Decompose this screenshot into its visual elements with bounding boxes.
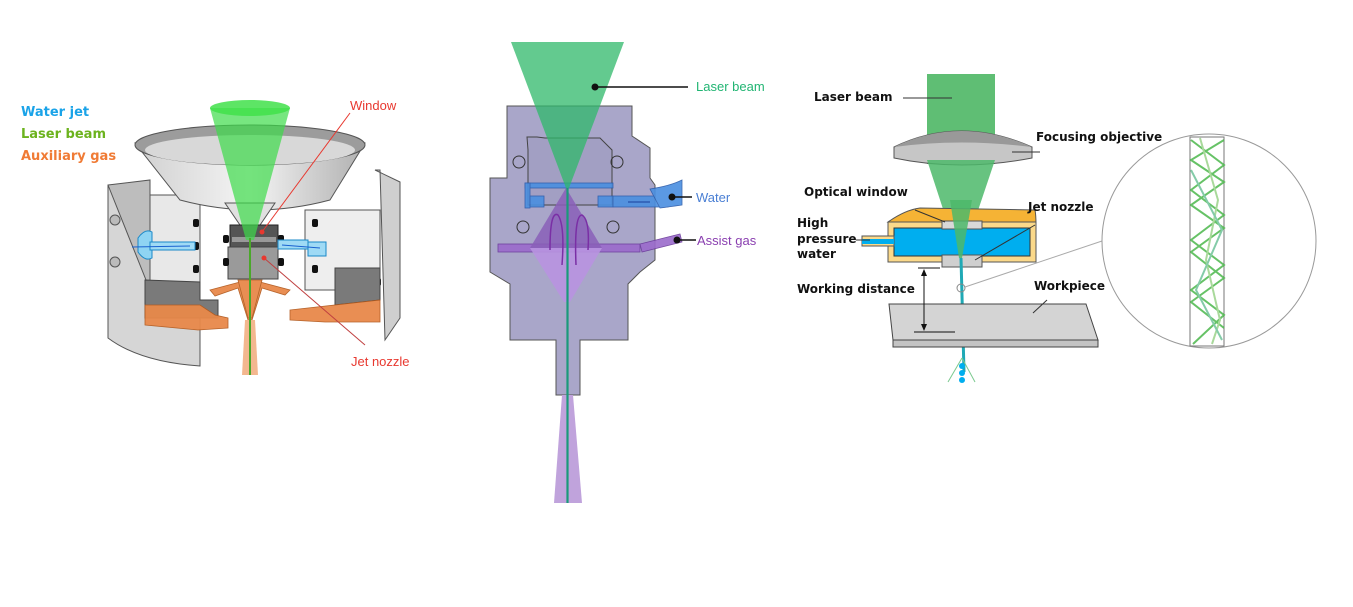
panel-3-schematic: Laser beam Focusing objective Optical wi…	[797, 74, 1317, 383]
arrow-head-up	[921, 269, 927, 276]
panel-1-cutaway-head: Water jet Laser beam Auxiliary gas Windo…	[21, 98, 410, 375]
bolt-hole-1	[109, 214, 121, 226]
seal-1	[512, 155, 526, 169]
jet-nozzle-leader-3	[974, 224, 1036, 261]
seal-2	[610, 155, 624, 169]
magnify-target	[956, 283, 966, 293]
swirl-arrow-right	[574, 214, 590, 266]
laser-beam-in-chamber	[950, 200, 972, 258]
jet-nozzle-leader	[263, 257, 366, 346]
focusing-objective-top	[894, 131, 1032, 147]
window-leader	[261, 112, 351, 233]
arrow-head-down	[921, 324, 927, 331]
label-jet-nozzle-3: Jet nozzle	[1027, 200, 1094, 214]
label-water: Water	[696, 190, 731, 205]
legend-auxiliary-gas: Auxiliary gas	[21, 149, 116, 164]
legend-water-jet: Water jet	[21, 105, 89, 120]
spray-left	[947, 357, 963, 383]
label-assist-gas: Assist gas	[697, 233, 757, 248]
label-workpiece: Workpiece	[1034, 279, 1105, 293]
lower-right-section	[334, 267, 381, 306]
label-optical-window: Optical window	[804, 185, 908, 199]
workpiece	[888, 303, 1099, 341]
label-focusing-objective: Focusing objective	[1036, 130, 1162, 144]
workpiece-edge	[892, 339, 1099, 348]
jet-nozzle-dot	[261, 255, 267, 261]
magnify-leader	[964, 239, 1106, 288]
laser-beam-top	[210, 100, 290, 116]
workpiece-leader	[1032, 299, 1048, 314]
window-dot	[259, 229, 265, 235]
optical-window-leader	[914, 209, 946, 223]
label-laser-beam-2: Laser beam	[696, 79, 765, 94]
water-jet-channel	[131, 230, 327, 260]
legend-laser-beam: Laser beam	[21, 127, 106, 142]
label-jet-nozzle: Jet nozzle	[351, 354, 410, 369]
water-inlet-inner	[862, 239, 894, 244]
laser-beam-cone-2	[511, 42, 624, 188]
label-window: Window	[350, 98, 397, 113]
seal-4	[606, 220, 620, 234]
panel-2-cross-section: Laser beam Water Assist gas	[489, 42, 765, 503]
label-pressure: pressure	[797, 232, 857, 246]
spray-right	[961, 357, 976, 383]
label-water-3: water	[797, 247, 836, 261]
swirl-arrow-left	[549, 213, 564, 266]
label-working-distance: Working distance	[797, 282, 915, 296]
seal-3	[516, 220, 530, 234]
bolt-hole-2	[109, 256, 121, 268]
laser-beam-cone	[210, 108, 290, 240]
gas-cone-lower	[530, 248, 602, 302]
internal-reflections	[1189, 137, 1226, 345]
label-laser-beam-3: Laser beam	[814, 90, 892, 104]
jet-droplets	[959, 363, 965, 383]
head-body-right	[374, 169, 401, 342]
label-high: High	[797, 216, 828, 230]
gas-cone-upper	[530, 188, 602, 248]
